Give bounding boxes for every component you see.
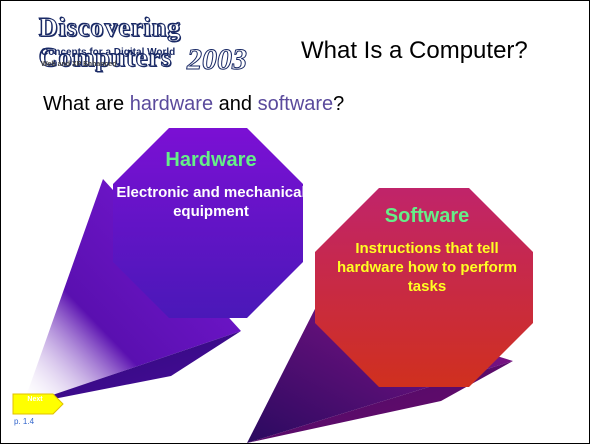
question-middle: and <box>213 93 258 115</box>
discovering-computers-logo: Discovering Computers Concepts for a Dig… <box>39 13 269 79</box>
hardware-heading: Hardware <box>165 149 257 171</box>
hardware-beam <box>23 179 241 405</box>
logo-tagline: Concepts for a Digital World <box>41 47 176 58</box>
software-octagon <box>315 188 533 387</box>
software-heading: Software <box>384 205 470 227</box>
question-suffix: ? <box>333 93 345 115</box>
logo-edition: Web and XP Enhanced <box>41 61 117 68</box>
slide-title: What Is a Computer? <box>301 37 528 64</box>
next-arrow-shape <box>12 393 64 415</box>
hardware-beam-shadow <box>23 331 241 405</box>
hardware-octagon <box>113 128 303 318</box>
slide-question: What are hardware and software? <box>43 93 344 116</box>
logo-year: 2003 <box>187 43 248 77</box>
hardware-description: Electronic and mechanical equipment <box>116 184 306 220</box>
question-prefix: What are <box>43 93 130 115</box>
keyword-hardware: hardware <box>129 93 214 115</box>
keyword-software: software <box>257 93 334 115</box>
logo-brand: Discovering Computers <box>39 13 182 73</box>
page-reference: p. 1.4 <box>14 417 35 426</box>
software-description: Instructions that tell hardware how to p… <box>336 240 518 295</box>
next-button-label[interactable]: Next <box>27 396 43 403</box>
